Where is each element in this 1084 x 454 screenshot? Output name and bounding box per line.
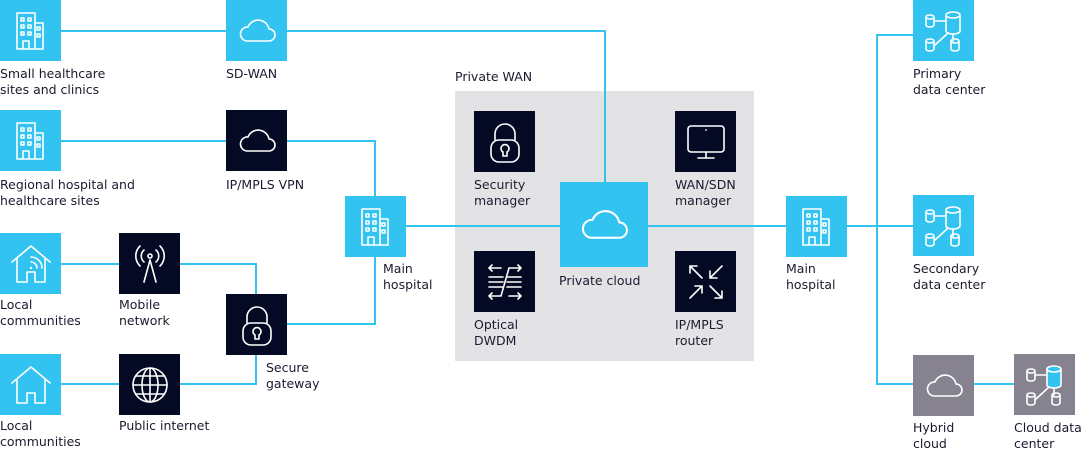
label-ip-mpls-vpn: IP/MPLS VPN xyxy=(226,177,305,192)
building-icon xyxy=(15,11,44,50)
label-main-hospital-right: Main hospital xyxy=(786,261,836,292)
node-small-sites[interactable] xyxy=(0,0,61,61)
node-cloud-dc[interactable] xyxy=(1014,354,1075,415)
label-optical-dwdm: Optical DWDM xyxy=(474,317,519,348)
database-network-icon xyxy=(924,10,961,52)
connector-to-hybrid-cloud xyxy=(876,226,913,385)
node-wan-sdn-manager[interactable] xyxy=(675,111,736,172)
label-primary-dc: Primary data center xyxy=(913,66,986,97)
connector-to-primary-dc xyxy=(876,34,913,226)
node-public-internet[interactable] xyxy=(119,354,180,415)
label-public-internet: Public internet xyxy=(119,418,210,433)
node-secondary-dc[interactable] xyxy=(913,195,974,256)
label-hybrid-cloud: Hybrid cloud xyxy=(913,420,955,451)
building-icon xyxy=(801,207,830,246)
node-primary-dc[interactable] xyxy=(913,0,974,61)
label-secondary-dc: Secondary data center xyxy=(913,261,986,292)
node-main-hospital-left[interactable] xyxy=(345,196,406,257)
house-wifi-icon xyxy=(10,244,51,283)
node-mobile-network[interactable] xyxy=(119,233,180,294)
node-hybrid-cloud[interactable] xyxy=(913,355,974,416)
label-wan-sdn-manager: WAN/SDN manager xyxy=(675,177,736,208)
router-arrows-icon xyxy=(688,264,723,299)
building-icon xyxy=(360,207,389,246)
node-private-cloud[interactable] xyxy=(560,182,648,267)
connector-ip-mpls-vpn-main-hospital xyxy=(287,140,376,196)
node-regional-hospital[interactable] xyxy=(0,110,61,171)
label-local-communities-2: Local communities xyxy=(0,418,81,449)
cloud-icon xyxy=(581,209,628,239)
lock-icon xyxy=(241,305,272,346)
globe-icon xyxy=(131,366,168,403)
label-local-communities-1: Local communities xyxy=(0,297,81,328)
label-ip-mpls-router: IP/MPLS router xyxy=(675,317,724,348)
label-sd-wan: SD-WAN xyxy=(226,66,278,81)
antenna-icon xyxy=(134,244,165,283)
node-local-communities-2[interactable] xyxy=(0,354,61,415)
node-optical-dwdm[interactable] xyxy=(474,251,535,312)
database-network-icon xyxy=(1025,364,1062,406)
label-small-sites: Small healthcare sites and clinics xyxy=(0,66,106,97)
connector-gateway-main-hospital xyxy=(287,257,376,325)
connector-mobile-gateway xyxy=(180,263,257,294)
label-security-manager: Security manager xyxy=(474,177,531,208)
node-ip-mpls-router[interactable] xyxy=(675,251,736,312)
node-secure-gateway[interactable] xyxy=(226,294,287,355)
label-cloud-dc: Cloud data center xyxy=(1014,420,1082,451)
node-security-manager[interactable] xyxy=(474,111,535,172)
building-icon xyxy=(15,121,44,160)
label-secure-gateway: Secure gateway xyxy=(266,360,320,391)
connector-sd-wan-private-cloud xyxy=(287,30,606,182)
label-regional-hospital: Regional hospital and healthcare sites xyxy=(0,177,135,208)
private-wan-zone-label: Private WAN xyxy=(455,69,533,84)
database-network-icon xyxy=(924,205,961,247)
cloud-icon xyxy=(239,18,276,42)
connector-internet-gateway xyxy=(180,355,257,385)
node-main-hospital-right[interactable] xyxy=(786,196,847,257)
node-local-communities-1[interactable] xyxy=(0,233,61,294)
monitor-icon xyxy=(686,124,725,159)
house-icon xyxy=(10,365,51,404)
node-sd-wan[interactable] xyxy=(226,0,287,61)
cloud-icon xyxy=(239,128,276,152)
cloud-icon xyxy=(926,373,963,397)
optical-switch-icon xyxy=(487,263,522,300)
label-main-hospital-left: Main hospital xyxy=(383,261,433,292)
lock-icon xyxy=(489,122,520,163)
label-private-cloud: Private cloud xyxy=(559,273,641,288)
node-ip-mpls-vpn[interactable] xyxy=(226,110,287,171)
label-mobile-network: Mobile network xyxy=(119,297,170,328)
